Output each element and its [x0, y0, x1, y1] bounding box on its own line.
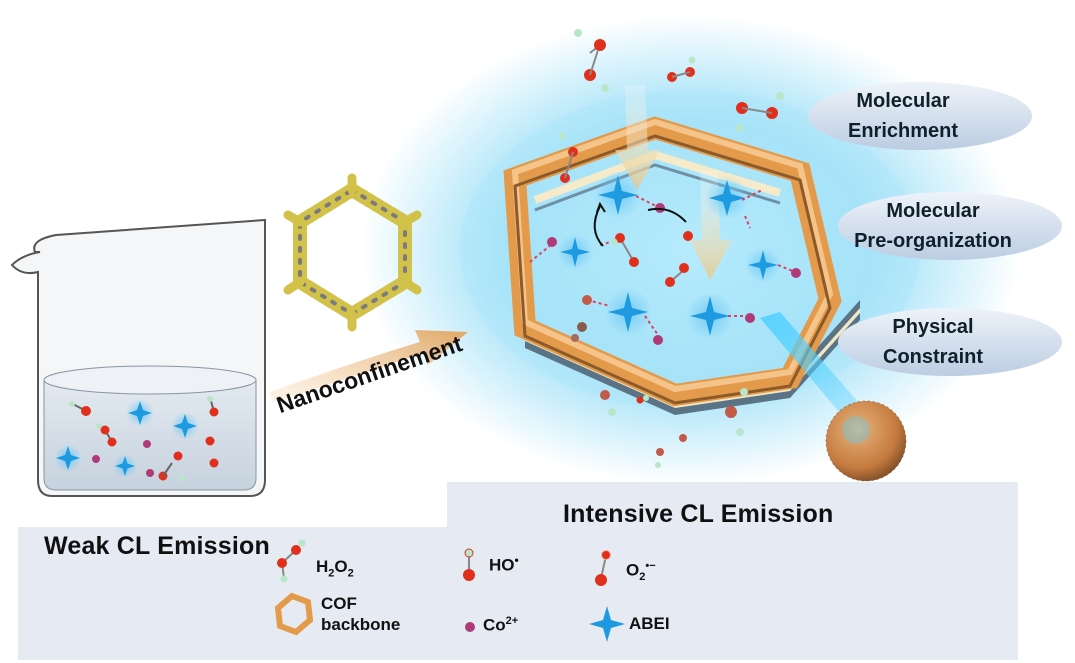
- beaker: [10, 218, 266, 497]
- weak-emission-title: Weak CL Emission: [44, 532, 270, 560]
- legend-h2o2-label: H2O2: [316, 557, 354, 580]
- pill-molecular-preorganization: [838, 192, 1062, 260]
- beaker-molecules: [54, 396, 219, 481]
- cof-particle-sphere: [826, 401, 906, 481]
- abei-star-icon: [589, 606, 625, 642]
- legend-panel: [18, 482, 1018, 660]
- diffusion-arrow: [615, 85, 660, 190]
- legend-superoxide-label: O2•−: [626, 560, 656, 584]
- diffusion-arrow: [690, 170, 732, 280]
- legend-abei-label: ABEI: [629, 614, 670, 633]
- free-molecules: [558, 29, 784, 468]
- nanoconfinement-arrow: [270, 330, 468, 403]
- h2o2-icon: [277, 539, 306, 583]
- emission-beam: [760, 312, 878, 432]
- legend-cobalt-label: Co2+: [483, 615, 519, 635]
- legend-icons: [274, 539, 625, 642]
- cof-molecules: [529, 171, 801, 345]
- cobalt-ion-icon: [465, 622, 475, 632]
- intensive-emission-title: Intensive CL Emission: [563, 500, 834, 528]
- pill-molecular-enrichment: [808, 82, 1032, 150]
- hydroxyl-radical-icon: [463, 548, 475, 581]
- cof-hexagon-icon: [274, 592, 314, 636]
- superoxide-icon: [595, 550, 611, 586]
- legend-hydroxyl-label: HO•: [489, 553, 519, 575]
- cof-ring-icon: [283, 173, 422, 332]
- pill-physical-constraint: [838, 308, 1062, 376]
